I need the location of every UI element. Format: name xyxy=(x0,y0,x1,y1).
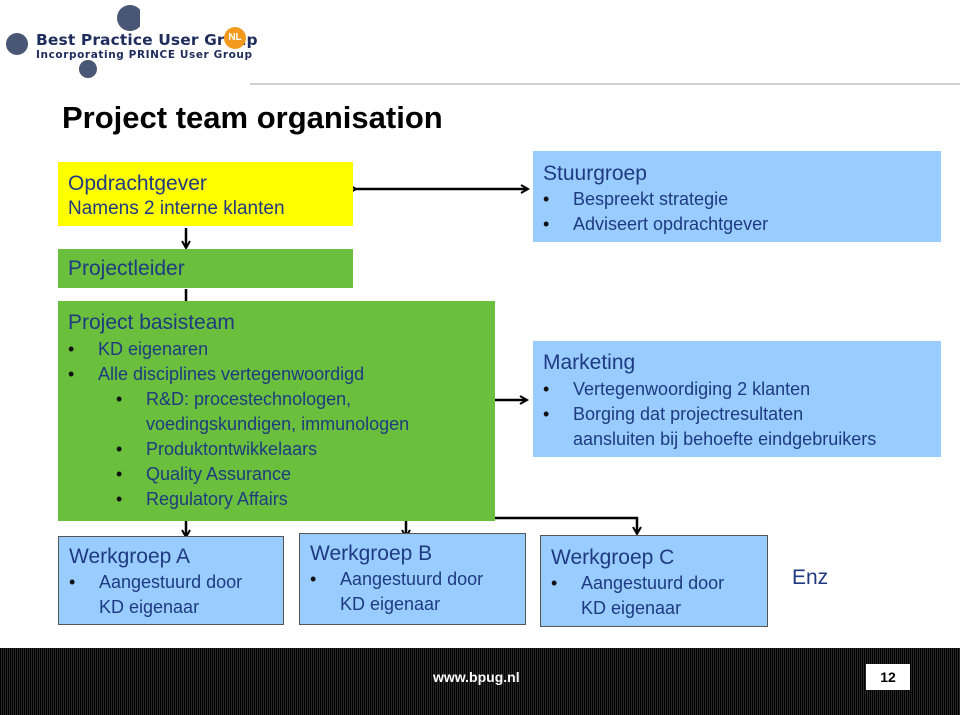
basisteam-box: Project basisteam KD eigenaren Alle disc… xyxy=(58,301,495,521)
list-item: Aangestuurd door xyxy=(551,571,767,596)
list-item-continuation: KD eigenaar xyxy=(99,597,200,617)
logo-line1: Best Practice User Group xyxy=(36,31,258,49)
marketing-box: Marketing Vertegenwoordiging 2 klanten B… xyxy=(533,341,941,457)
logo-nl-badge: NL xyxy=(224,27,246,49)
stuurgroep-list: Bespreekt strategie Adviseert opdrachtge… xyxy=(543,187,941,237)
list-item: Borging dat projectresultaten xyxy=(543,402,941,427)
logo-circles-icon xyxy=(6,5,140,78)
werkgroepC-title: Werkgroep C xyxy=(551,546,675,569)
basisteam-list: KD eigenaren Alle disciplines vertegenwo… xyxy=(68,337,495,387)
werkgroepB-list: Aangestuurd door KD eigenaar xyxy=(310,567,525,617)
list-item: Adviseert opdrachtgever xyxy=(543,212,941,237)
list-item: Produktontwikkelaars xyxy=(68,437,495,462)
opdrachtgever-box: Opdrachtgever Namens 2 interne klanten xyxy=(58,162,353,226)
list-item: Aangestuurd door xyxy=(69,570,283,595)
projectleider-box: Projectleider xyxy=(58,249,353,288)
basisteam-title: Project basisteam xyxy=(68,311,235,334)
list-item: Aangestuurd door xyxy=(310,567,525,592)
basisteam-sublist: R&D: procestechnologen, voedingskundigen… xyxy=(68,387,495,512)
logo-line2: Incorporating PRINCE User Group xyxy=(36,49,253,61)
list-item: Regulatory Affairs xyxy=(68,487,495,512)
werkgroepB-box: Werkgroep B Aangestuurd door KD eigenaar xyxy=(299,533,526,625)
werkgroepA-title: Werkgroep A xyxy=(69,545,191,568)
projectleider-title: Projectleider xyxy=(68,257,185,280)
werkgroepA-box: Werkgroep A Aangestuurd door KD eigenaar xyxy=(58,536,284,625)
marketing-list: Vertegenwoordiging 2 klanten Borging dat… xyxy=(543,377,941,452)
list-item: Alle disciplines vertegenwoordigd xyxy=(68,362,495,387)
footer-bar: www.bpug.nl 12 xyxy=(0,648,960,715)
arrow-basisteam-werkgroepC xyxy=(494,516,637,534)
list-item: R&D: procestechnologen, xyxy=(68,387,495,412)
werkgroepA-list: Aangestuurd door KD eigenaar xyxy=(69,570,283,620)
footer-url[interactable]: www.bpug.nl xyxy=(433,669,520,685)
list-item-continuation: aansluiten bij behoefte eindgebruikers xyxy=(573,429,877,449)
list-item: Vertegenwoordiging 2 klanten xyxy=(543,377,941,402)
stuurgroep-title: Stuurgroep xyxy=(543,162,647,185)
werkgroepB-title: Werkgroep B xyxy=(310,542,433,565)
stuurgroep-box: Stuurgroep Bespreekt strategie Adviseert… xyxy=(533,151,941,242)
list-item: Bespreekt strategie xyxy=(543,187,941,212)
werkgroepC-list: Aangestuurd door KD eigenaar xyxy=(551,571,767,621)
list-item-continuation: KD eigenaar xyxy=(581,598,682,618)
werkgroepC-box: Werkgroep C Aangestuurd door KD eigenaar xyxy=(540,535,768,627)
list-item-continuation: voedingskundigen, immunologen xyxy=(146,414,410,434)
opdrachtgever-title: Opdrachtgever xyxy=(68,172,207,195)
header-rule xyxy=(250,83,960,85)
marketing-title: Marketing xyxy=(543,351,636,374)
opdrachtgever-subtitle: Namens 2 interne klanten xyxy=(68,198,285,219)
page-title: Project team organisation xyxy=(62,100,443,135)
list-item: KD eigenaren xyxy=(68,337,495,362)
page-number: 12 xyxy=(866,664,910,690)
enz-label: Enz xyxy=(792,566,829,589)
list-item: Quality Assurance xyxy=(68,462,495,487)
list-item-continuation: KD eigenaar xyxy=(340,594,441,614)
logo: Best Practice User Group NL Incorporatin… xyxy=(0,0,260,80)
